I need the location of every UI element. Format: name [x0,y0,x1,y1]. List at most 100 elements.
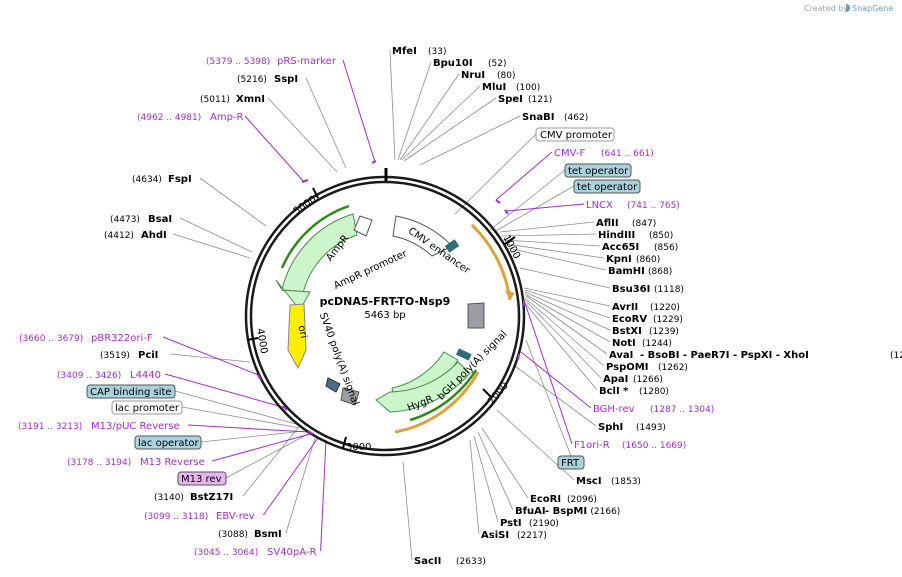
primer-3: LNCX [586,200,613,211]
enzyme-acc65i: Acc65I [602,242,639,253]
bgh-small-block [455,348,472,361]
enzyme-spei: SpeI [498,94,523,105]
enzyme-pos-11: (1118) [654,285,684,295]
credit-brand: SnapGene [852,4,893,13]
primer-10: EBV-rev [216,511,255,522]
enzyme-aflii: AflII [596,218,619,229]
enzyme-pos-19: (1280) [639,387,669,397]
primer-6: pBR322ori-F [91,333,153,344]
enzyme-mlui: MluI [482,82,506,93]
enzyme-msci: MscI [576,476,602,487]
enzyme-pos-left-3: (4473) [110,215,140,225]
primer-pos-1: (4962 .. 4981) [137,113,201,123]
primer-pos-4: (1287 .. 1304) [650,405,714,415]
orange-arc-1-head [505,290,515,300]
primer-2: CMV-F [554,148,585,159]
primer-pos-0: (5379 .. 5398) [206,57,270,67]
enzyme-bfuai: BfuAI [515,506,546,517]
enzyme-avai: AvaI [609,350,633,361]
enzyme-pos-6: (847) [632,219,656,229]
tick-label-1000: 1000 [500,233,522,261]
primer-11: SV40pA-R [267,547,316,558]
enzyme-extra-23: - BspMI [545,506,587,517]
enzyme-pos-8: (856) [654,243,678,253]
enzyme-bstxi: BstXI [612,326,642,337]
hygr-green-arc [409,369,478,422]
snapgene-logo-icon [846,4,850,12]
enzyme-kpni: KpnI [606,254,632,265]
primer-5: F1ori-R [574,440,610,451]
primer-4: BGH-rev [593,404,635,415]
svg-text:CMV promoter: CMV promoter [540,130,613,141]
box-cmv-promoter: CMV promoter [535,127,615,142]
enzyme-pos-left-7: (3088) [218,530,248,540]
box-tet-operator-1: tet operator [564,163,632,178]
enzyme-pos-0: (33) [428,47,446,57]
primer-marks [257,160,525,435]
box-tet-operator-2: tet operator [573,179,641,194]
box-cap-binding-site: CAP binding site [86,384,176,399]
svg-text:FRT: FRT [561,458,580,469]
enzyme-bamhi: BamHI [608,266,645,277]
enzyme-ahdi: AhdI [141,230,167,241]
primer-9: M13 Reverse [140,457,205,468]
enzyme-pos-14: (1239) [649,327,679,337]
enzyme-avrii: AvrII [612,302,638,313]
enzyme-bpu10i: Bpu10I [433,58,473,69]
enzyme-pos-20: (1493) [636,423,666,433]
tick-label-5000: 5000 [292,194,319,218]
enzyme-pos-7: (850) [649,231,673,241]
enzyme-noti: NotI [612,338,636,349]
primer-pos-2: (641 .. 661) [601,149,654,159]
enzyme-bsu36i: Bsu36I [612,284,650,295]
enzyme-nrui: NruI [461,70,485,81]
primer-pos-9: (3178 .. 3194) [67,458,131,468]
enzyme-pos-left-4: (4412) [104,231,134,241]
enzyme-mfei: MfeI [392,46,417,57]
svg-text:lac promoter: lac promoter [115,403,180,414]
primer-leader-lines [163,59,592,552]
plasmid-name: pcDNA5-FRT-TO-Nsp9 [320,295,451,308]
backbone-inner [249,180,521,452]
enzyme-apai: ApaI [603,374,628,385]
enzyme-pos-24: (2190) [529,519,559,529]
cmv-enhancer-label: CMV enhancer [406,226,473,277]
primer-0: pRS-marker [277,56,337,67]
svg-text:lac operator: lac operator [138,438,199,449]
enzyme-pos-10: (868) [648,267,672,277]
enzyme-pos-9: (860) [636,255,660,265]
svg-text:tet operator: tet operator [577,182,638,193]
enzyme-pos-5: (462) [564,113,588,123]
enzyme-pos-2: (80) [497,71,515,81]
enzyme-bstz17i: BstZ17I [190,492,233,503]
box-lac-promoter: lac promoter [111,400,183,415]
enzyme-ecorv: EcoRV [612,314,647,325]
enzyme-pos-13: (1229) [653,315,683,325]
tick-label-2000: 2000 [486,381,511,408]
sv40-grey-block [340,387,360,406]
enzyme-snabi: SnaBI [522,112,554,123]
enzyme-ecori: EcoRI [530,494,561,505]
ampr-promoter-label: AmpR promoter [332,248,409,292]
enzyme-pos-left-2: (4634) [132,175,162,185]
ori-label: ori [295,325,308,340]
sv40-small-block [325,377,341,393]
ori-arc [287,303,307,370]
svg-text:CAP binding site: CAP binding site [90,387,172,398]
enzyme-pos-22: (2096) [567,495,597,505]
tick-marks [246,187,516,449]
enzyme-pos-16: (1250) [890,351,902,361]
enzyme-bcli: BclI * [599,386,629,397]
primer-pos-8: (3191 .. 3213) [18,422,82,432]
hygr-arc [375,361,471,413]
plasmid-length: 5463 bp [364,310,405,321]
enzyme-sspi: SspI [274,74,298,85]
enzyme-bsai: BsaI [148,214,172,225]
primer-pos-7: (3409 .. 3426) [57,371,121,381]
enzyme-pos-left-1: (5011) [200,95,230,105]
tick-label-3000: 3000 [346,442,371,453]
primer-pos-10: (3099 .. 3118) [144,512,208,522]
bgh-grey-block [467,302,485,329]
orange-arc-2 [394,371,480,434]
enzyme-pos-26: (2633) [456,557,486,567]
